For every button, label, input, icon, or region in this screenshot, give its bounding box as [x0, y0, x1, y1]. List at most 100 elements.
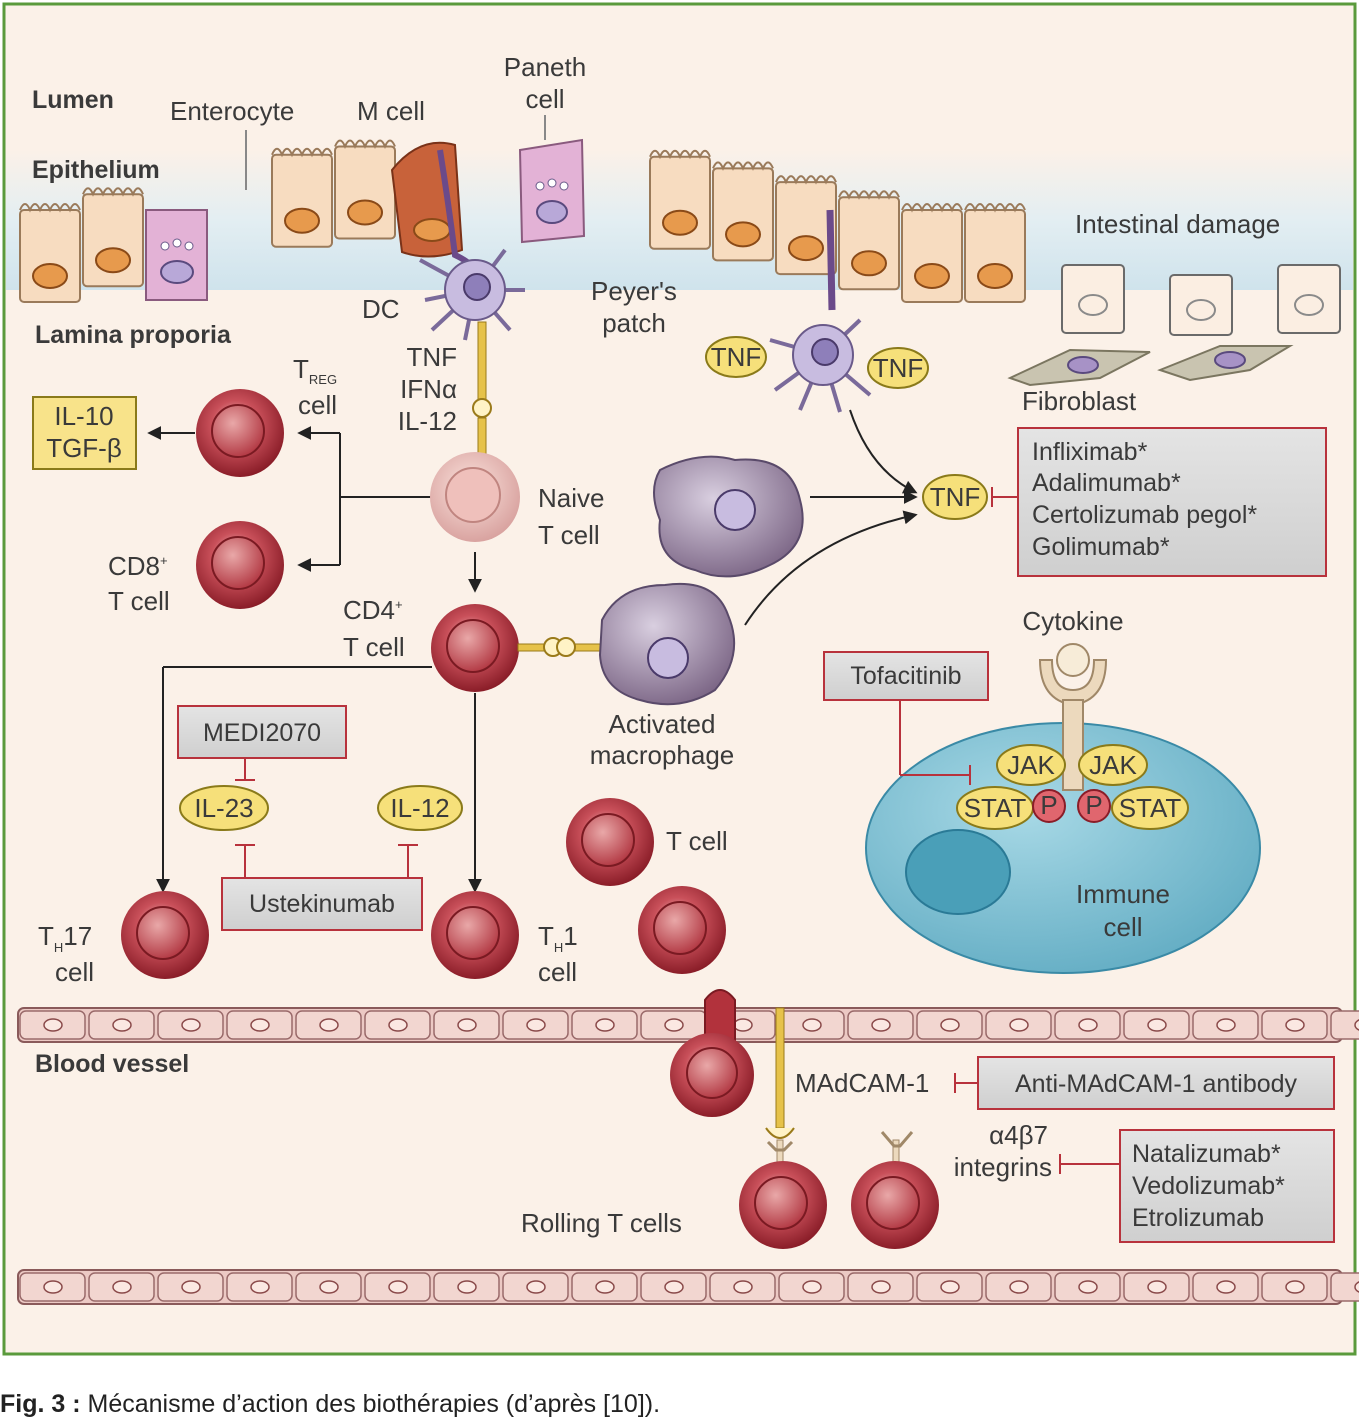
- il12-badge: IL-12: [377, 785, 463, 831]
- svg-text:Vedolizumab*: Vedolizumab*: [1132, 1172, 1285, 1200]
- immune-synapse: [517, 637, 609, 657]
- inhibition-lines: [235, 487, 1120, 1174]
- enterocyte: [82, 187, 144, 288]
- svg-text:STAT: STAT: [1119, 793, 1182, 823]
- svg-text:IL-23: IL-23: [194, 793, 253, 823]
- blood-vessel-wall-lower: [17, 1269, 1359, 1305]
- cytokine-label: Cytokine: [1022, 606, 1123, 636]
- cd4-t-cell: [431, 604, 519, 692]
- svg-text:TNF: TNF: [873, 353, 924, 383]
- antigen-presentation-stalk: [472, 321, 492, 469]
- m-cell-label: M cell: [357, 96, 425, 126]
- enterocyte: [901, 203, 963, 303]
- lumen-label: Lumen: [32, 86, 114, 114]
- enterocyte: [271, 147, 333, 248]
- treg-cell: [196, 389, 284, 477]
- tnf-badge-right: TNF: [867, 347, 929, 389]
- rolling-t-cell-2: [851, 1131, 939, 1249]
- naive-label-2: T cell: [538, 520, 600, 550]
- th1-cell: [431, 891, 519, 979]
- cd8-t-cell: [196, 521, 284, 609]
- svg-text:Ustekinumab: Ustekinumab: [249, 890, 395, 918]
- peyers-label-2: patch: [602, 308, 666, 338]
- enterocyte: [712, 161, 774, 262]
- epithelium-label: Epithelium: [32, 156, 160, 184]
- macrophage: [653, 455, 804, 578]
- cd4-label: CD4+: [343, 595, 403, 625]
- cd8-label: CD8+: [108, 551, 168, 581]
- svg-text:Certolizumab pegol*: Certolizumab pegol*: [1032, 501, 1257, 529]
- activated-label: Activated: [609, 709, 716, 739]
- paneth-cell-left: [145, 209, 208, 301]
- enterocyte: [775, 175, 837, 276]
- treg-cell-label: cell: [298, 390, 337, 420]
- dendritic-cell: [419, 248, 525, 341]
- t-cell-label: T cell: [666, 826, 728, 856]
- treg-label: TREG: [293, 354, 337, 387]
- svg-text:TNF: TNF: [930, 482, 981, 512]
- th1-cell-label: cell: [538, 957, 577, 987]
- th1-label: TH1: [538, 921, 578, 955]
- th17-cell: [121, 891, 209, 979]
- tofacitinib-box: Tofacitinib: [823, 651, 989, 701]
- blood-vessel-wall: [17, 1007, 1359, 1043]
- fibroblast: [1007, 345, 1294, 387]
- svg-text:Anti-MAdCAM-1 antibody: Anti-MAdCAM-1 antibody: [1015, 1070, 1298, 1098]
- damaged-epithelium: [1061, 264, 1341, 336]
- svg-text:MEDI2070: MEDI2070: [203, 719, 321, 747]
- intestinal-damage-label: Intestinal damage: [1075, 209, 1280, 239]
- tnf-badge: TNF: [922, 474, 988, 520]
- immune-cell: [865, 722, 1261, 974]
- paneth-label: Paneth: [504, 52, 586, 82]
- t-cell: [566, 798, 726, 974]
- th17-label: TH17: [38, 921, 92, 955]
- cd4-label-2: T cell: [343, 632, 405, 662]
- caption-text: Mécanisme d’action des biothérapies (d’a…: [80, 1390, 661, 1418]
- ifna-signal-label: IFNα: [400, 374, 457, 404]
- enterocyte: [964, 203, 1026, 303]
- madcam-stalk: [765, 1007, 795, 1139]
- svg-text:P: P: [1085, 790, 1102, 820]
- jak-stat-complex: JAK JAK STAT STAT P P: [956, 744, 1189, 830]
- svg-text:Tofacitinib: Tofacitinib: [850, 662, 961, 690]
- svg-text:IL-12: IL-12: [390, 793, 449, 823]
- svg-text:TNF: TNF: [711, 342, 762, 372]
- il12-signal-label: IL-12: [398, 406, 457, 436]
- madcam-label: MAdCAM-1: [795, 1068, 929, 1098]
- svg-text:Etrolizumab: Etrolizumab: [1132, 1204, 1264, 1232]
- svg-text:TGF-β: TGF-β: [46, 433, 122, 463]
- enterocyte: [19, 203, 81, 303]
- naive-t-cell: [430, 452, 520, 542]
- rolling-t-cell: [739, 1139, 827, 1249]
- extravasating-t-cell: [670, 989, 754, 1117]
- enterocyte: [649, 149, 711, 250]
- dc-label: DC: [362, 294, 400, 324]
- paneth-cell: [518, 138, 586, 244]
- rolling-label: Rolling T cells: [521, 1208, 682, 1238]
- immune-label: Immune: [1076, 879, 1170, 909]
- activated-label-2: macrophage: [590, 740, 735, 770]
- tnf-inhibitor-box: Infliximab* Adalimumab* Certolizumab peg…: [1017, 427, 1327, 577]
- svg-text:Golimumab*: Golimumab*: [1032, 533, 1170, 561]
- enterocyte-label: Enterocyte: [170, 96, 294, 126]
- svg-text:Adalimumab*: Adalimumab*: [1032, 469, 1181, 497]
- integrins-label: α4β7: [989, 1120, 1048, 1150]
- activated-macrophage: [598, 582, 736, 706]
- svg-text:JAK: JAK: [1007, 750, 1055, 780]
- th17-cell-label: cell: [55, 957, 94, 987]
- naive-label: Naive: [538, 483, 604, 513]
- cytokine-receptor: [1038, 643, 1108, 791]
- naive-to-subsets-arrows: [147, 409, 918, 893]
- diagram: TNF TNF TNF IL-23 IL-12 JAK JAK STAT STA…: [2, 2, 1359, 1356]
- epithelium-layer: [19, 139, 1026, 303]
- svg-text:P: P: [1040, 790, 1057, 820]
- anti-madcam-box: Anti-MAdCAM-1 antibody: [977, 1056, 1335, 1110]
- svg-text:IL-10: IL-10: [54, 401, 113, 431]
- enterocyte: [334, 139, 396, 240]
- svg-text:JAK: JAK: [1089, 750, 1137, 780]
- enterocyte: [838, 190, 900, 291]
- il10-tgfb-box: IL-10 TGF-β: [32, 396, 137, 470]
- integrins-label-2: integrins: [954, 1152, 1052, 1182]
- ustekinumab-box: Ustekinumab: [221, 877, 423, 931]
- tnf-badge-left: TNF: [705, 336, 767, 378]
